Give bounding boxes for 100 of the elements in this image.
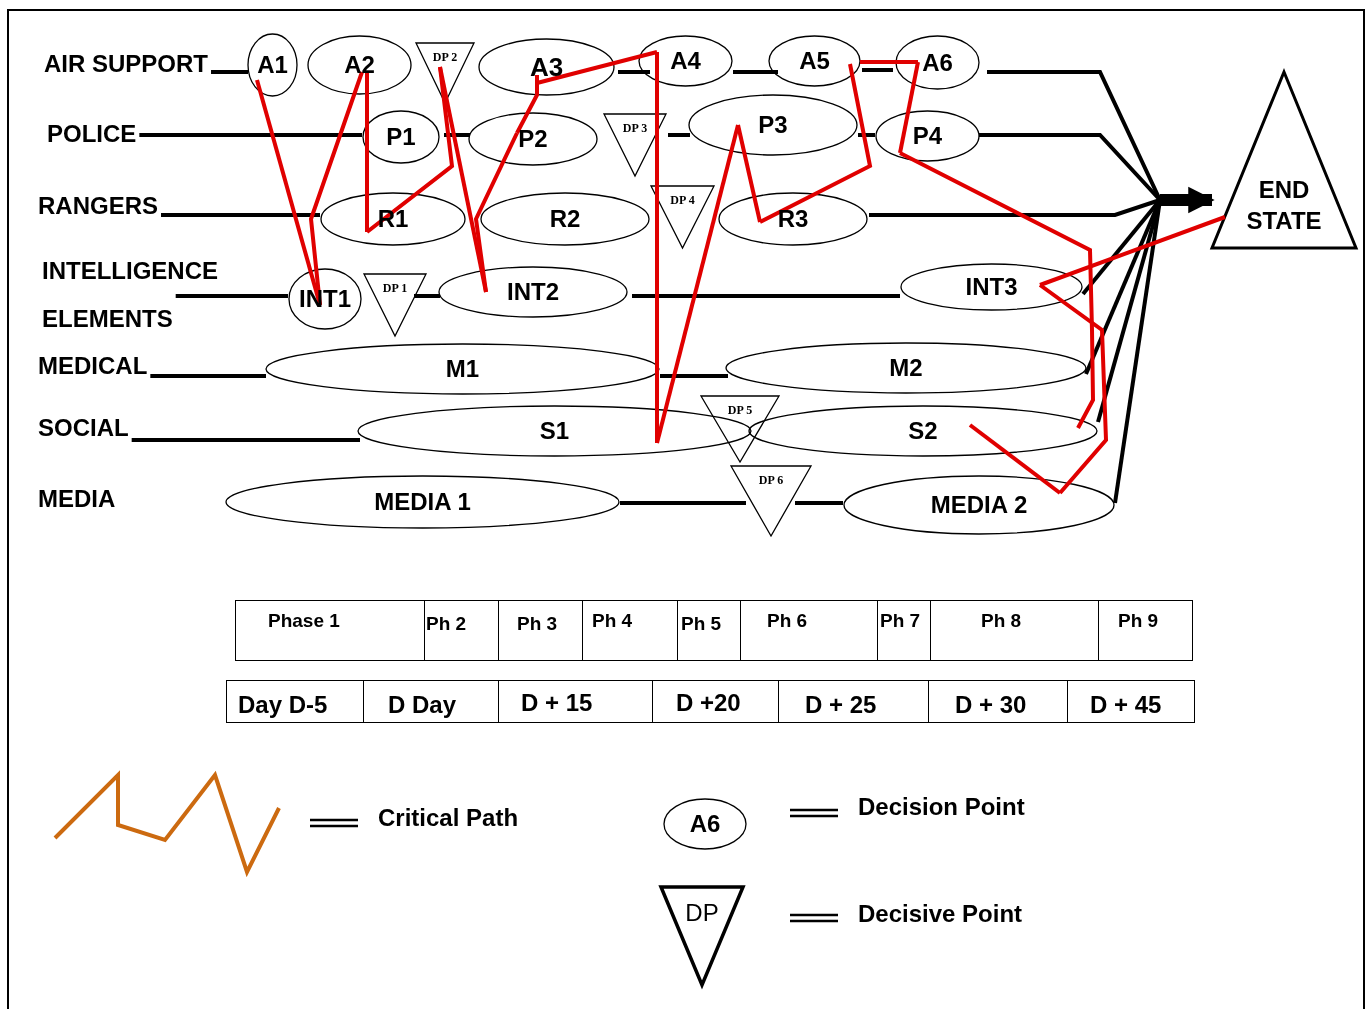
critical-path-line bbox=[860, 60, 918, 64]
activity-label: A1 bbox=[257, 51, 288, 79]
activity-label: A3 bbox=[529, 51, 564, 83]
line-of-operation bbox=[660, 374, 728, 378]
decisive-point-label: DP 3 bbox=[622, 121, 648, 136]
activity-ellipse bbox=[478, 38, 615, 96]
end-state-label: END STATE bbox=[1245, 175, 1323, 236]
activity-ellipse bbox=[357, 405, 752, 457]
lane-label: POLICE bbox=[47, 120, 236, 148]
date-label: D + 30 bbox=[955, 691, 1027, 719]
activity-label: P3 bbox=[758, 111, 788, 139]
phase-label: Ph 5 bbox=[681, 613, 722, 635]
line-of-operation bbox=[414, 294, 440, 298]
decisive-point-triangle bbox=[730, 465, 812, 537]
line-of-operation bbox=[175, 294, 288, 298]
activity-label: A4 bbox=[670, 47, 701, 75]
activity-ellipse bbox=[638, 35, 733, 87]
line-of-operation bbox=[862, 68, 893, 72]
line-of-operation bbox=[618, 70, 650, 74]
critical-path-line bbox=[736, 124, 762, 223]
phase-label: Ph 2 bbox=[426, 613, 467, 635]
sample-label: A6 bbox=[689, 810, 721, 838]
decisive-point-triangle bbox=[650, 185, 715, 249]
line-of-operation bbox=[620, 501, 746, 505]
line-of-operation bbox=[858, 133, 875, 137]
activity-ellipse bbox=[718, 192, 868, 246]
lane-label: SOCIAL bbox=[38, 414, 236, 442]
line-of-operation bbox=[150, 374, 266, 378]
lane-label: INTELLIGENCE ELEMENTS bbox=[42, 247, 236, 343]
date-label: D +20 bbox=[676, 689, 741, 717]
arrow bbox=[1160, 186, 1215, 214]
lane-label: AIR SUPPORT bbox=[44, 50, 236, 78]
critical-path-line bbox=[655, 124, 740, 444]
activity-ellipse bbox=[688, 94, 858, 156]
activity-ellipse bbox=[307, 35, 412, 95]
activity-label: M1 bbox=[445, 355, 480, 383]
line-of-operation bbox=[632, 294, 900, 298]
line-of-operation bbox=[161, 213, 320, 217]
activity-ellipse bbox=[320, 192, 466, 246]
line-of-operation bbox=[444, 133, 470, 137]
phase-label: Ph 7 bbox=[880, 610, 921, 632]
critical-path-line bbox=[899, 151, 1095, 429]
critical-path-line bbox=[898, 61, 920, 154]
activity-ellipse bbox=[438, 266, 628, 318]
line-of-operation bbox=[733, 70, 778, 74]
legend-label: Critical Path bbox=[378, 804, 519, 832]
activity-ellipse bbox=[468, 112, 598, 166]
decisive-point-triangle bbox=[700, 395, 780, 463]
date-label: Day D-5 bbox=[238, 691, 328, 719]
line-of-operation bbox=[869, 198, 1161, 217]
critical-path-line bbox=[759, 63, 873, 224]
line-of-operation bbox=[795, 501, 843, 505]
activity-label: INT3 bbox=[965, 273, 1018, 301]
legend-label: Decision Point bbox=[858, 793, 1025, 821]
decisive-point-label: DP 1 bbox=[382, 281, 408, 296]
activity-ellipse bbox=[225, 475, 620, 529]
date-label: D Day bbox=[388, 691, 457, 719]
critical-path-line bbox=[536, 50, 658, 85]
activity-ellipse bbox=[725, 342, 1087, 394]
decision-point-sample bbox=[663, 798, 747, 850]
activity-ellipse bbox=[362, 110, 440, 164]
activity-label: R3 bbox=[777, 205, 809, 233]
phase-label: Ph 8 bbox=[981, 610, 1022, 632]
phase-label: Ph 3 bbox=[517, 613, 558, 635]
line-of-operation bbox=[668, 133, 690, 137]
lane-label: MEDIA bbox=[38, 485, 238, 513]
date-label: D + 15 bbox=[521, 689, 593, 717]
critical-path-line bbox=[1038, 283, 1109, 495]
activity-ellipse bbox=[843, 475, 1115, 535]
activity-label: P4 bbox=[912, 122, 943, 150]
activity-label: R2 bbox=[549, 205, 581, 233]
sample-label: DP bbox=[685, 899, 719, 927]
decisive-point-label: DP 2 bbox=[432, 50, 458, 65]
activity-ellipse bbox=[875, 110, 980, 162]
activity-ellipse bbox=[480, 192, 650, 246]
date-label: D + 25 bbox=[805, 691, 877, 719]
activity-ellipse bbox=[768, 35, 861, 87]
activity-label: INT2 bbox=[507, 278, 559, 306]
activity-label: S2 bbox=[908, 417, 938, 445]
critical-path-line bbox=[473, 132, 519, 293]
phase-label: Ph 6 bbox=[767, 610, 808, 632]
activity-ellipse bbox=[748, 405, 1098, 457]
activity-label: A5 bbox=[799, 47, 830, 75]
decisive-point-label: DP 5 bbox=[727, 403, 753, 418]
end-state-triangle bbox=[1210, 70, 1358, 250]
activity-ellipse bbox=[247, 33, 298, 97]
decisive-point-label: DP 4 bbox=[670, 193, 695, 208]
legend-label: Decisive Point bbox=[858, 900, 1023, 928]
activity-label: P2 bbox=[518, 125, 548, 153]
critical-path-line bbox=[968, 423, 1062, 495]
activity-label: S1 bbox=[539, 417, 570, 445]
critical-path-line bbox=[655, 52, 659, 443]
lane-label: RANGERS bbox=[38, 192, 236, 220]
line-of-operation bbox=[139, 133, 362, 137]
activity-label: A6 bbox=[922, 48, 953, 77]
decisive-point-triangle bbox=[603, 113, 667, 177]
critical-path-line bbox=[1039, 215, 1226, 287]
activity-label: M2 bbox=[889, 354, 923, 382]
phase-label: Ph 9 bbox=[1118, 610, 1159, 632]
critical-path-line bbox=[365, 72, 369, 232]
